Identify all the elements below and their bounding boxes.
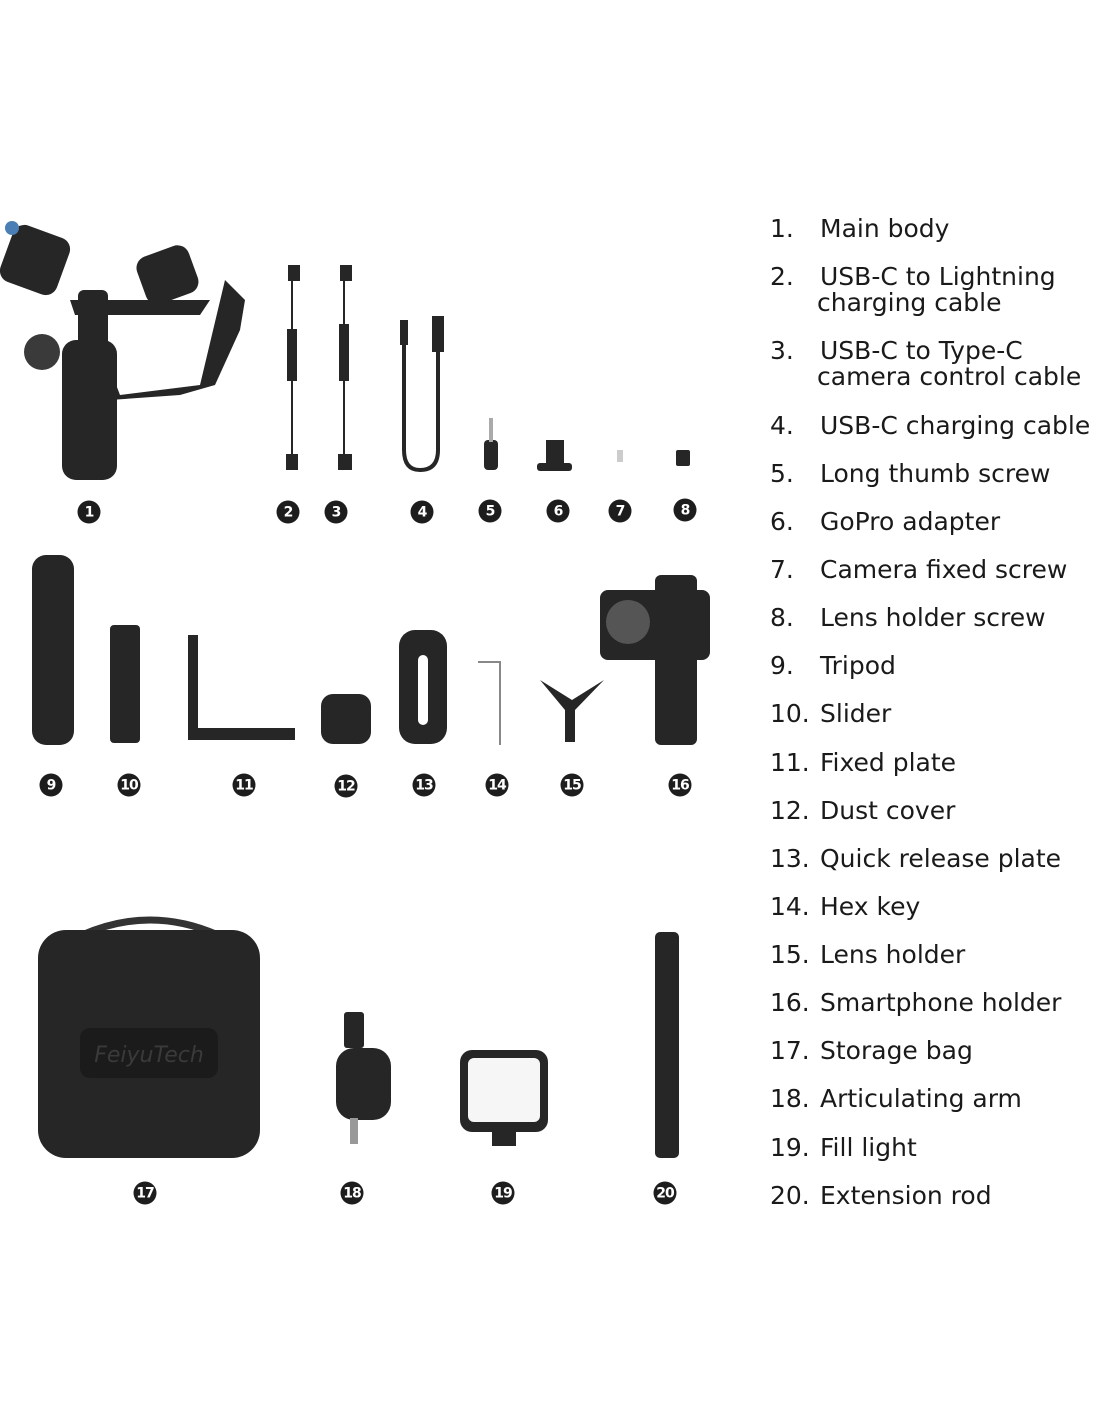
articulating-arm-image bbox=[336, 1012, 391, 1144]
item-label-line2: camera control cable bbox=[817, 362, 1082, 391]
product-illustration: FeiyuTech bbox=[0, 221, 710, 1158]
item-label: Articulating arm bbox=[820, 1084, 1022, 1113]
item-label: USB-C to Type-C bbox=[820, 336, 1023, 365]
lens-screw-image bbox=[676, 450, 690, 466]
item-number: 14. bbox=[770, 892, 810, 921]
usbc-cable-image bbox=[400, 316, 444, 473]
fill-light-image bbox=[460, 1050, 548, 1146]
type-c-cable-image bbox=[338, 265, 352, 470]
item-label-line2: charging cable bbox=[817, 288, 1002, 317]
item-badge-9: 9 bbox=[39, 773, 63, 797]
item-number: 1. bbox=[770, 214, 794, 243]
item-badge-11: 11 bbox=[232, 773, 256, 797]
item-label: Fill light bbox=[820, 1133, 917, 1162]
item-badge-10: 10 bbox=[117, 773, 141, 797]
item-label: GoPro adapter bbox=[820, 507, 1001, 536]
lens-holder-image bbox=[540, 680, 604, 742]
item-number: 4. bbox=[770, 411, 794, 440]
case-logo: FeiyuTech bbox=[94, 1043, 204, 1068]
camera-screw-image bbox=[617, 450, 623, 462]
item-number: 11. bbox=[770, 748, 810, 777]
slider-image bbox=[110, 625, 140, 743]
item-number: 2. bbox=[770, 262, 794, 291]
item-label: USB-C charging cable bbox=[820, 411, 1091, 440]
item-badge-5: 5 bbox=[478, 499, 502, 523]
item-label: Slider bbox=[820, 699, 892, 728]
storage-bag-image: FeiyuTech bbox=[38, 916, 260, 1158]
item-badge-13: 13 bbox=[412, 773, 436, 797]
dust-cover-image bbox=[321, 694, 371, 744]
item-number: 13. bbox=[770, 844, 810, 873]
item-label: Main body bbox=[820, 214, 950, 243]
item-badge-6: 6 bbox=[546, 499, 570, 523]
lightning-cable-image bbox=[286, 265, 300, 470]
item-number: 18. bbox=[770, 1084, 810, 1113]
extension-rod-image bbox=[655, 932, 679, 1158]
item-badge-12: 12 bbox=[334, 774, 358, 798]
smartphone-holder-image bbox=[600, 575, 710, 745]
item-label: Extension rod bbox=[820, 1181, 992, 1210]
item-number: 7. bbox=[770, 555, 794, 584]
item-label: Smartphone holder bbox=[820, 988, 1062, 1017]
item-number: 20. bbox=[770, 1181, 810, 1210]
item-badge-16: 16 bbox=[668, 773, 692, 797]
item-badge-1: 1 bbox=[77, 500, 101, 524]
item-number: 10. bbox=[770, 699, 810, 728]
item-label: Tripod bbox=[820, 651, 896, 680]
item-number: 15. bbox=[770, 940, 810, 969]
gopro-adapter-image bbox=[537, 440, 572, 471]
main-body-image bbox=[0, 221, 245, 480]
item-badge-8: 8 bbox=[673, 498, 697, 522]
item-badge-17: 17 bbox=[133, 1181, 157, 1205]
item-label: Dust cover bbox=[820, 796, 956, 825]
item-number: 16. bbox=[770, 988, 810, 1017]
item-badge-14: 14 bbox=[485, 773, 509, 797]
item-label: Camera fixed screw bbox=[820, 555, 1068, 584]
item-badge-3: 3 bbox=[324, 500, 348, 524]
item-label: Fixed plate bbox=[820, 748, 957, 777]
item-badge-19: 19 bbox=[491, 1181, 515, 1205]
item-number: 19. bbox=[770, 1133, 810, 1162]
item-badge-7: 7 bbox=[608, 499, 632, 523]
fixed-plate-image bbox=[188, 635, 295, 740]
item-number: 6. bbox=[770, 507, 794, 536]
item-number: 12. bbox=[770, 796, 810, 825]
item-label: Quick release plate bbox=[820, 844, 1062, 873]
item-label: Long thumb screw bbox=[820, 459, 1051, 488]
thumb-screw-image bbox=[484, 440, 498, 470]
item-badge-15: 15 bbox=[560, 773, 584, 797]
tripod-image bbox=[32, 555, 74, 745]
item-label: Storage bag bbox=[820, 1036, 973, 1065]
item-label: Lens holder bbox=[820, 940, 966, 969]
hex-key-image bbox=[478, 661, 501, 745]
item-badge-20: 20 bbox=[653, 1181, 677, 1205]
item-number: 8. bbox=[770, 603, 794, 632]
item-label: USB-C to Lightning bbox=[820, 262, 1056, 291]
item-number: 3. bbox=[770, 336, 794, 365]
item-badge-4: 4 bbox=[410, 500, 434, 524]
item-badge-18: 18 bbox=[340, 1181, 364, 1205]
item-number: 9. bbox=[770, 651, 794, 680]
item-label: Lens holder screw bbox=[820, 603, 1046, 632]
item-badge-2: 2 bbox=[276, 500, 300, 524]
item-label: Hex key bbox=[820, 892, 921, 921]
item-number: 5. bbox=[770, 459, 794, 488]
item-number: 17. bbox=[770, 1036, 810, 1065]
